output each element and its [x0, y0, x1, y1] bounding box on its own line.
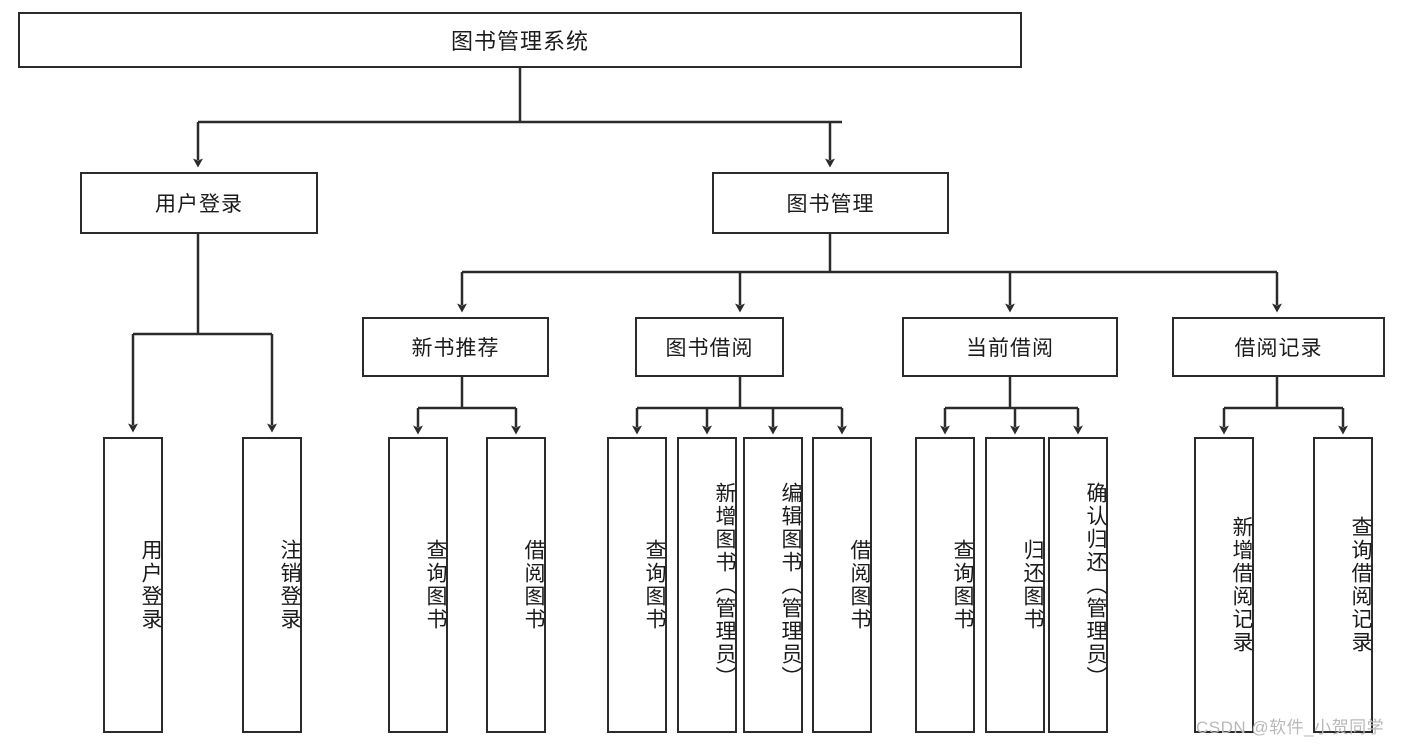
- node-leaf-return-book[interactable]: 归还图书: [985, 437, 1045, 733]
- node-book-management-system[interactable]: 图书管理系统: [18, 12, 1022, 68]
- node-book-management[interactable]: 图书管理: [712, 172, 949, 234]
- node-leaf-borrow-book-1[interactable]: 借阅图书: [486, 437, 546, 733]
- node-leaf-add-book[interactable]: 新增图书（管理员）: [677, 437, 737, 733]
- node-label: 新书推荐: [411, 337, 500, 360]
- node-leaf-edit-book[interactable]: 编辑图书（管理员）: [743, 437, 803, 733]
- node-leaf-query-book-2[interactable]: 查询图书: [607, 437, 667, 733]
- node-label: 编辑图书（管理员）: [779, 481, 802, 689]
- node-label: 查询借阅记录: [1349, 516, 1372, 654]
- node-label: 查询图书: [643, 539, 666, 631]
- csdn-watermark: CSDN @软件_小贺同学: [1196, 718, 1385, 737]
- node-user-login[interactable]: 用户登录: [80, 172, 318, 234]
- node-label: 新增借阅记录: [1230, 516, 1253, 654]
- node-leaf-query-book-1[interactable]: 查询图书: [388, 437, 448, 733]
- node-leaf-add-record[interactable]: 新增借阅记录: [1194, 437, 1254, 733]
- node-label: 借阅图书: [522, 539, 545, 631]
- node-leaf-user-login[interactable]: 用户登录: [103, 437, 163, 733]
- node-label: 用户登录: [155, 193, 243, 216]
- node-book-borrow[interactable]: 图书借阅: [635, 317, 784, 377]
- node-label: 新增图书（管理员）: [713, 481, 736, 689]
- node-new-book-recommend[interactable]: 新书推荐: [362, 317, 549, 377]
- node-label: 确认归还（管理员）: [1084, 481, 1107, 689]
- node-label: 图书管理: [786, 193, 875, 216]
- node-leaf-user-logout[interactable]: 注销登录: [242, 437, 302, 733]
- node-label: 图书管理系统: [450, 29, 589, 54]
- node-borrow-record[interactable]: 借阅记录: [1172, 317, 1385, 377]
- node-label: 用户登录: [139, 539, 162, 631]
- node-label: 图书借阅: [665, 337, 754, 360]
- node-label: 借阅记录: [1234, 337, 1323, 360]
- node-label: 注销登录: [278, 539, 301, 631]
- node-leaf-borrow-book-2[interactable]: 借阅图书: [812, 437, 872, 733]
- node-label: 查询图书: [951, 539, 974, 631]
- node-label: 归还图书: [1021, 539, 1044, 631]
- node-leaf-query-book-3[interactable]: 查询图书: [915, 437, 975, 733]
- node-leaf-query-record[interactable]: 查询借阅记录: [1313, 437, 1373, 733]
- node-label: 借阅图书: [848, 539, 871, 631]
- node-label: 当前借阅: [966, 337, 1054, 360]
- node-label: 查询图书: [424, 539, 447, 631]
- node-leaf-confirm-return[interactable]: 确认归还（管理员）: [1048, 437, 1108, 733]
- node-current-borrow[interactable]: 当前借阅: [902, 317, 1118, 377]
